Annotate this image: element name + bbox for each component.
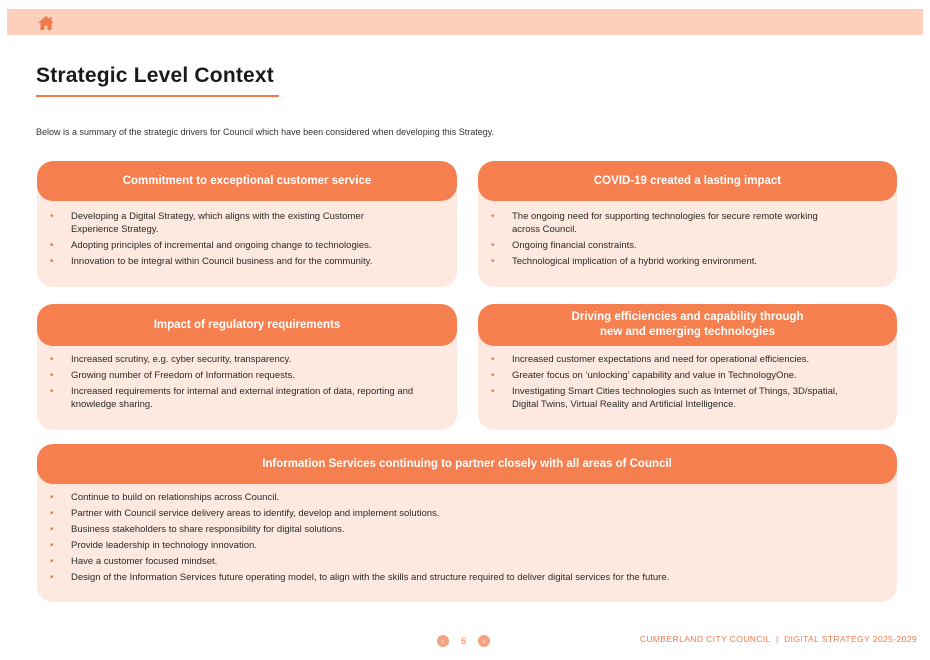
list-item-text: Growing number of Freedom of Information…	[71, 370, 295, 381]
bullet-icon: •	[491, 239, 495, 251]
bullet-icon: •	[50, 211, 54, 222]
card-list: • Continue to build on relationships acro…	[37, 484, 897, 585]
card-list: • Developing a Digital Strategy, which al…	[37, 201, 457, 268]
list-item-text: Business stakeholders to share responsib…	[71, 524, 345, 535]
top-bar	[7, 9, 923, 35]
pagination: ‹ 6 ›	[437, 635, 491, 647]
card-heading: Information Services continuing to partn…	[37, 444, 897, 484]
list-item: • Partner with Council service delivery a…	[37, 508, 877, 521]
list-item: • Adopting principles of incremental and …	[37, 240, 397, 253]
list-item-text: Have a customer focused mindset.	[71, 556, 218, 567]
bullet-icon: •	[50, 370, 54, 381]
page-title: Strategic Level Context	[36, 64, 274, 87]
list-item: • Increased requirements for internal and…	[37, 386, 417, 411]
chevron-right-icon: ›	[482, 635, 486, 646]
list-item-text: Partner with Council service delivery ar…	[71, 508, 440, 519]
card-information-services: Information Services continuing to partn…	[37, 444, 897, 602]
bullet-icon: •	[491, 386, 495, 397]
list-item-text: Provide leadership in technology innovat…	[71, 540, 257, 551]
list-item-text: Investigating Smart Cities technologies …	[512, 386, 838, 410]
card-heading: Commitment to exceptional customer servi…	[37, 161, 457, 201]
bullet-icon: •	[491, 255, 495, 267]
list-item: • Growing number of Freedom of Informatio…	[37, 370, 417, 383]
next-page-button[interactable]: ›	[478, 635, 491, 647]
list-item: • The ongoing need for supporting technol…	[478, 211, 847, 236]
prev-page-button[interactable]: ‹	[437, 635, 449, 647]
list-item: • Innovation to be integral within Counci…	[37, 256, 397, 269]
list-item: • Design of the Information Services futu…	[37, 572, 877, 585]
bullet-icon: •	[50, 556, 54, 567]
list-item-text: Ongoing financial constraints.	[512, 239, 637, 251]
list-item: • Increased scrutiny, e.g. cyber security…	[37, 354, 417, 367]
bullet-icon: •	[50, 572, 54, 583]
page-number: 6	[461, 636, 467, 646]
list-item-text: Increased scrutiny, e.g. cyber security,…	[71, 354, 292, 365]
list-item-text: Increased customer expectations and need…	[512, 354, 810, 365]
list-item-text: The ongoing need for supporting technolo…	[512, 211, 818, 235]
title-underline	[36, 95, 279, 97]
card-heading: Driving efficiencies and capability thro…	[478, 304, 897, 346]
card-regulatory: Impact of regulatory requirements • Incre…	[37, 304, 457, 430]
card-list: • Increased customer expectations and nee…	[478, 346, 897, 411]
card-heading: COVID-19 created a lasting impact	[478, 161, 897, 201]
footer-text: CUMBERLAND CITY COUNCIL | DIGITAL STRATE…	[639, 634, 917, 644]
bullet-icon: •	[50, 492, 54, 503]
card-heading: Impact of regulatory requirements	[37, 304, 457, 346]
list-item: • Provide leadership in technology innova…	[37, 540, 877, 553]
list-item: • Continue to build on relationships acro…	[37, 492, 877, 505]
list-item: • Business stakeholders to share responsi…	[37, 524, 877, 537]
list-item: • Have a customer focused mindset.	[37, 556, 877, 569]
list-item: • Greater focus on ‘unlocking’ capability…	[478, 370, 857, 383]
bullet-icon: •	[50, 524, 54, 535]
list-item-text: Innovation to be integral within Council…	[71, 255, 373, 267]
list-item-text: Greater focus on ‘unlocking’ capability …	[512, 370, 797, 381]
card-list: • The ongoing need for supporting technol…	[478, 201, 897, 268]
card-covid: COVID-19 created a lasting impact • The o…	[478, 161, 897, 287]
bullet-icon: •	[491, 211, 495, 222]
list-item-text: Increased requirements for internal and …	[71, 386, 414, 410]
list-item: • Ongoing financial constraints.	[478, 240, 847, 253]
list-item-text: Technological implication of a hybrid wo…	[512, 255, 758, 267]
list-item: • Investigating Smart Cities technologies…	[478, 386, 857, 411]
bullet-icon: •	[50, 540, 54, 551]
card-efficiencies: Driving efficiencies and capability thro…	[478, 304, 897, 430]
list-item: • Developing a Digital Strategy, which al…	[37, 211, 397, 236]
bullet-icon: •	[50, 354, 54, 365]
bullet-icon: •	[50, 508, 54, 519]
list-item-text: Developing a Digital Strategy, which ali…	[71, 211, 364, 235]
list-item-text: Adopting principles of incremental and o…	[71, 239, 372, 251]
list-item: • Increased customer expectations and nee…	[478, 354, 857, 367]
home-icon[interactable]	[37, 15, 55, 31]
card-customer-service: Commitment to exceptional customer servi…	[37, 161, 457, 287]
bullet-icon: •	[491, 370, 495, 381]
intro-text: Below is a summary of the strategic driv…	[36, 127, 495, 137]
card-list: • Increased scrutiny, e.g. cyber security…	[37, 346, 457, 411]
bullet-icon: •	[491, 354, 495, 365]
list-item: • Technological implication of a hybrid w…	[478, 256, 847, 269]
bullet-icon: •	[50, 386, 54, 397]
bullet-icon: •	[50, 255, 54, 267]
chevron-left-icon: ‹	[441, 635, 445, 646]
list-item-text: Continue to build on relationships acros…	[71, 492, 280, 503]
list-item-text: Design of the Information Services futur…	[71, 572, 670, 583]
bullet-icon: •	[50, 239, 54, 251]
